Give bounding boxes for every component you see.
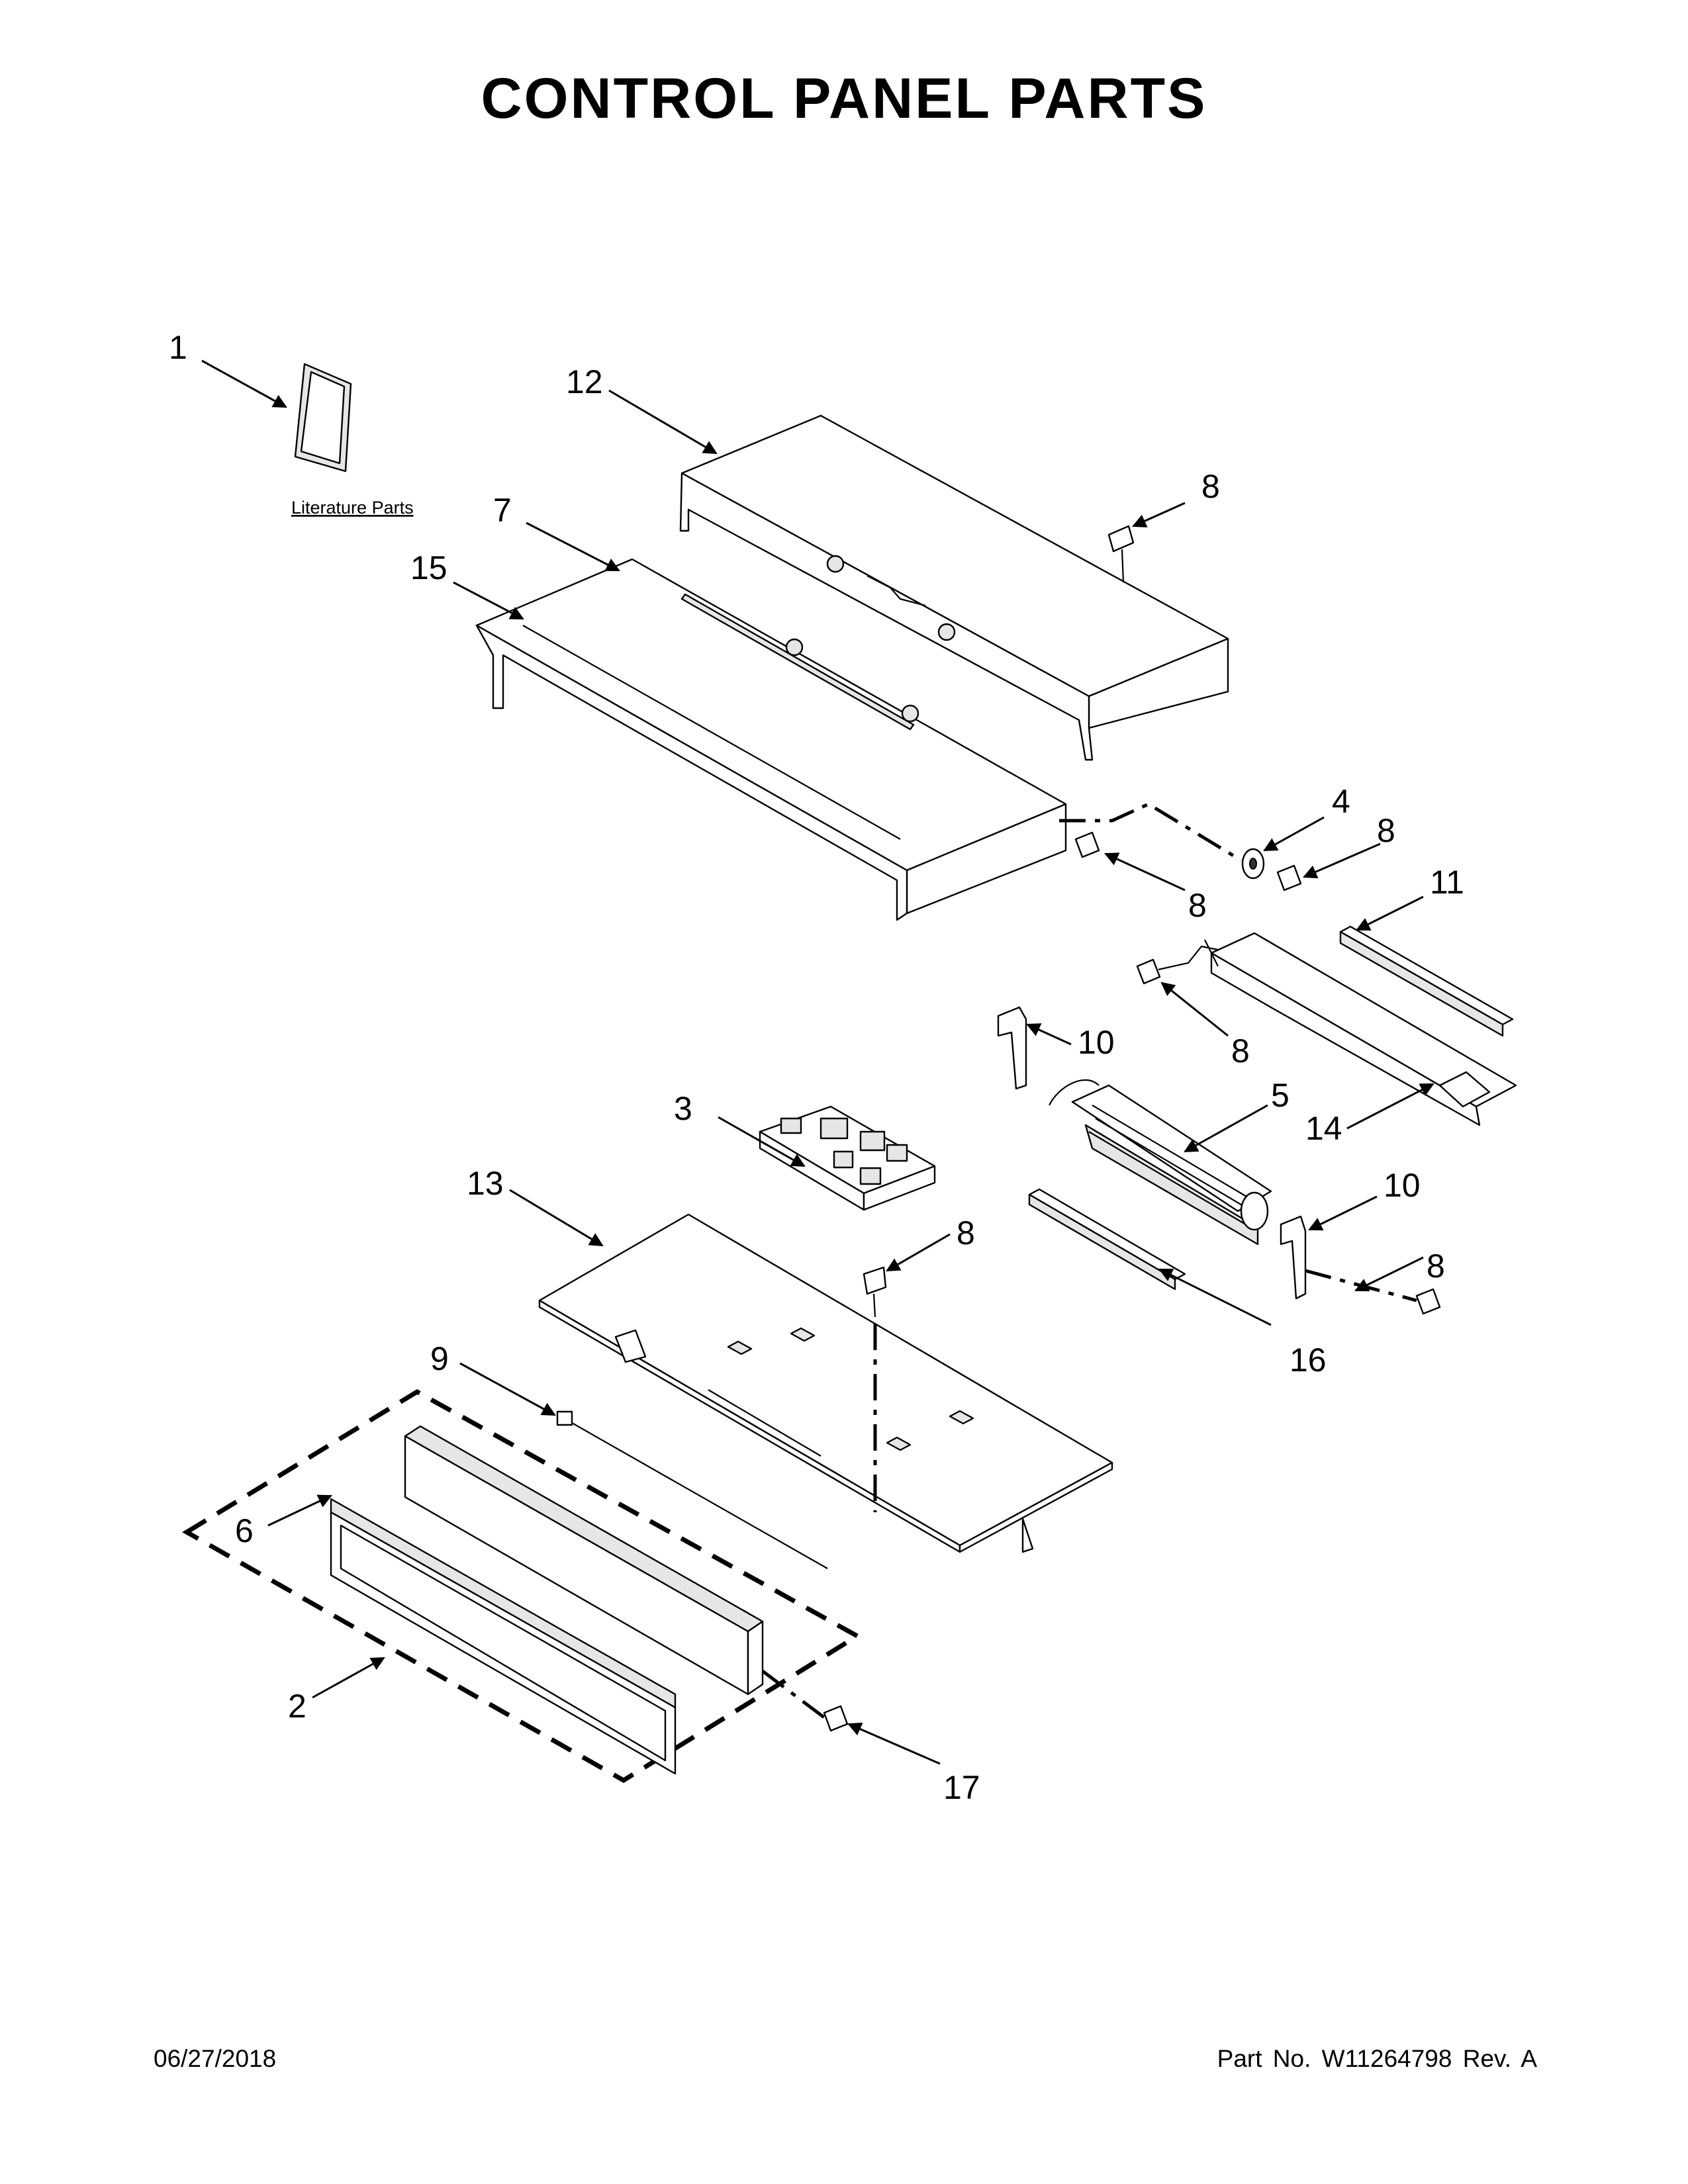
part-6-glass-panel	[330, 1425, 764, 1775]
part-3-control-board	[759, 1105, 936, 1211]
callout-14: 14	[1305, 1110, 1342, 1147]
callout-1: 1	[169, 329, 187, 366]
callout-11: 11	[1430, 864, 1464, 901]
part-8-screw-top	[1107, 525, 1135, 583]
footer-part-number: Part No. W11264798 Rev. A	[1217, 2045, 1537, 2072]
callout-12: 12	[566, 363, 603, 400]
callout-8-grommet: 8	[1377, 812, 1395, 849]
callout-8-side: 8	[1188, 887, 1207, 924]
part-9-switch	[556, 1410, 828, 1569]
callout-10-upper: 10	[1078, 1024, 1115, 1061]
part-10-bracket-lower	[1280, 1215, 1307, 1300]
part-2-dashed-assembly	[182, 1388, 862, 1784]
callout-5: 5	[1271, 1077, 1289, 1114]
part-10-bracket-upper	[997, 1006, 1027, 1090]
callout-17: 17	[943, 1769, 980, 1806]
footer-date: 06/27/2018	[154, 2045, 277, 2072]
callout-4: 4	[1332, 783, 1350, 820]
part-16-strip	[1028, 1188, 1186, 1291]
callout-10-lower: 10	[1383, 1167, 1421, 1204]
part-14-bracket	[1204, 932, 1517, 1126]
callout-13: 13	[467, 1165, 504, 1202]
part-8-screw-grommet	[1276, 864, 1302, 891]
alignment-lines	[761, 802, 1417, 1719]
part-8-screw-side	[1074, 831, 1100, 858]
callout-9: 9	[430, 1340, 449, 1377]
callout-8-top: 8	[1201, 468, 1220, 505]
callout-8-plate: 8	[957, 1214, 975, 1251]
part-8-screw-bracket	[1136, 945, 1219, 985]
part-4-grommet	[1241, 848, 1265, 880]
leader-arrows	[201, 359, 1434, 1765]
literature-parts-label: Literature Parts	[291, 498, 414, 518]
callout-7: 7	[493, 492, 512, 529]
part-12-top-cover	[679, 414, 1229, 761]
callout-6: 6	[235, 1512, 254, 1549]
callout-8-bracket: 8	[1231, 1032, 1250, 1069]
part-11-bar	[1339, 925, 1514, 1037]
part-7-panel-support	[475, 558, 1067, 921]
page-title: CONTROL PANEL PARTS	[481, 67, 1207, 130]
callout-labels: 1 12 8 7 15 4 8 11 8 8 10 3 5 14 10 13 8…	[169, 329, 1464, 1806]
part-13-bottom-plate	[538, 1213, 1113, 1553]
callout-8-fan: 8	[1427, 1248, 1445, 1285]
part-5-cooling-fan	[1049, 1079, 1272, 1246]
part-8-screw-plate	[863, 1266, 887, 1318]
part-17-screw	[823, 1705, 849, 1732]
part-8-screw-fan	[1415, 1288, 1441, 1315]
callout-16: 16	[1289, 1342, 1327, 1379]
part-1-literature: Literature Parts	[291, 363, 414, 518]
callout-2: 2	[288, 1688, 306, 1725]
callout-15: 15	[410, 549, 447, 586]
callout-3: 3	[674, 1090, 692, 1127]
